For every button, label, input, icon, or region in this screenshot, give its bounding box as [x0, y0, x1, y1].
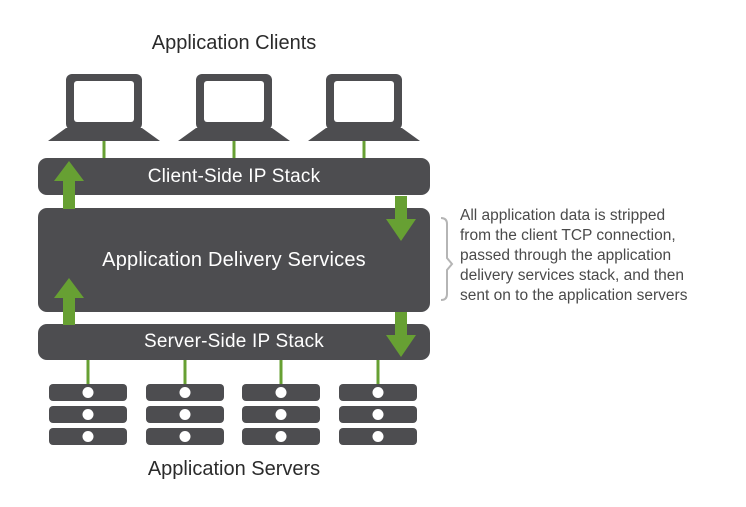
- client-connector: [102, 141, 106, 159]
- annotation-line: sent on to the application servers: [460, 287, 688, 304]
- laptop-icon: [48, 74, 160, 159]
- client-side-ip-stack-label: Client-Side IP Stack: [147, 165, 321, 187]
- annotation-line: All application data is stripped: [460, 207, 666, 224]
- annotation-text: All application data is stripped from th…: [460, 206, 746, 306]
- server-rack-icon: [339, 384, 417, 445]
- server-rack-icon: [146, 384, 224, 445]
- server-connector: [183, 359, 187, 387]
- annotation-line: delivery services stack, and then: [460, 267, 684, 284]
- laptop-icon: [178, 74, 290, 159]
- server-rack-icon: [242, 384, 320, 445]
- application-delivery-services-label: Application Delivery Services: [102, 248, 366, 271]
- servers-title: Application Servers: [147, 458, 321, 480]
- application-delivery-services: Application Delivery Services: [38, 208, 430, 312]
- down-arrow-icon: [386, 312, 416, 357]
- server-side-ip-stack-label: Server-Side IP Stack: [143, 331, 324, 352]
- client-connector: [362, 141, 366, 159]
- server-connector: [86, 359, 90, 387]
- client-connector: [232, 141, 236, 159]
- up-arrow-icon: [54, 161, 84, 209]
- client-side-ip-stack: Client-Side IP Stack: [38, 158, 430, 195]
- clients-title: Application Clients: [151, 32, 317, 54]
- annotation-line: from the client TCP connection,: [460, 227, 676, 244]
- server-side-ip-stack: Server-Side IP Stack: [38, 324, 430, 360]
- annotation-line: passed through the application: [460, 247, 672, 264]
- server-connector: [279, 359, 283, 387]
- annotation-bracket: [440, 217, 454, 301]
- down-arrow-icon: [386, 196, 416, 241]
- laptop-icon: [308, 74, 420, 159]
- server-connector: [376, 359, 380, 387]
- server-rack-icon: [49, 384, 127, 445]
- up-arrow-icon: [54, 278, 84, 325]
